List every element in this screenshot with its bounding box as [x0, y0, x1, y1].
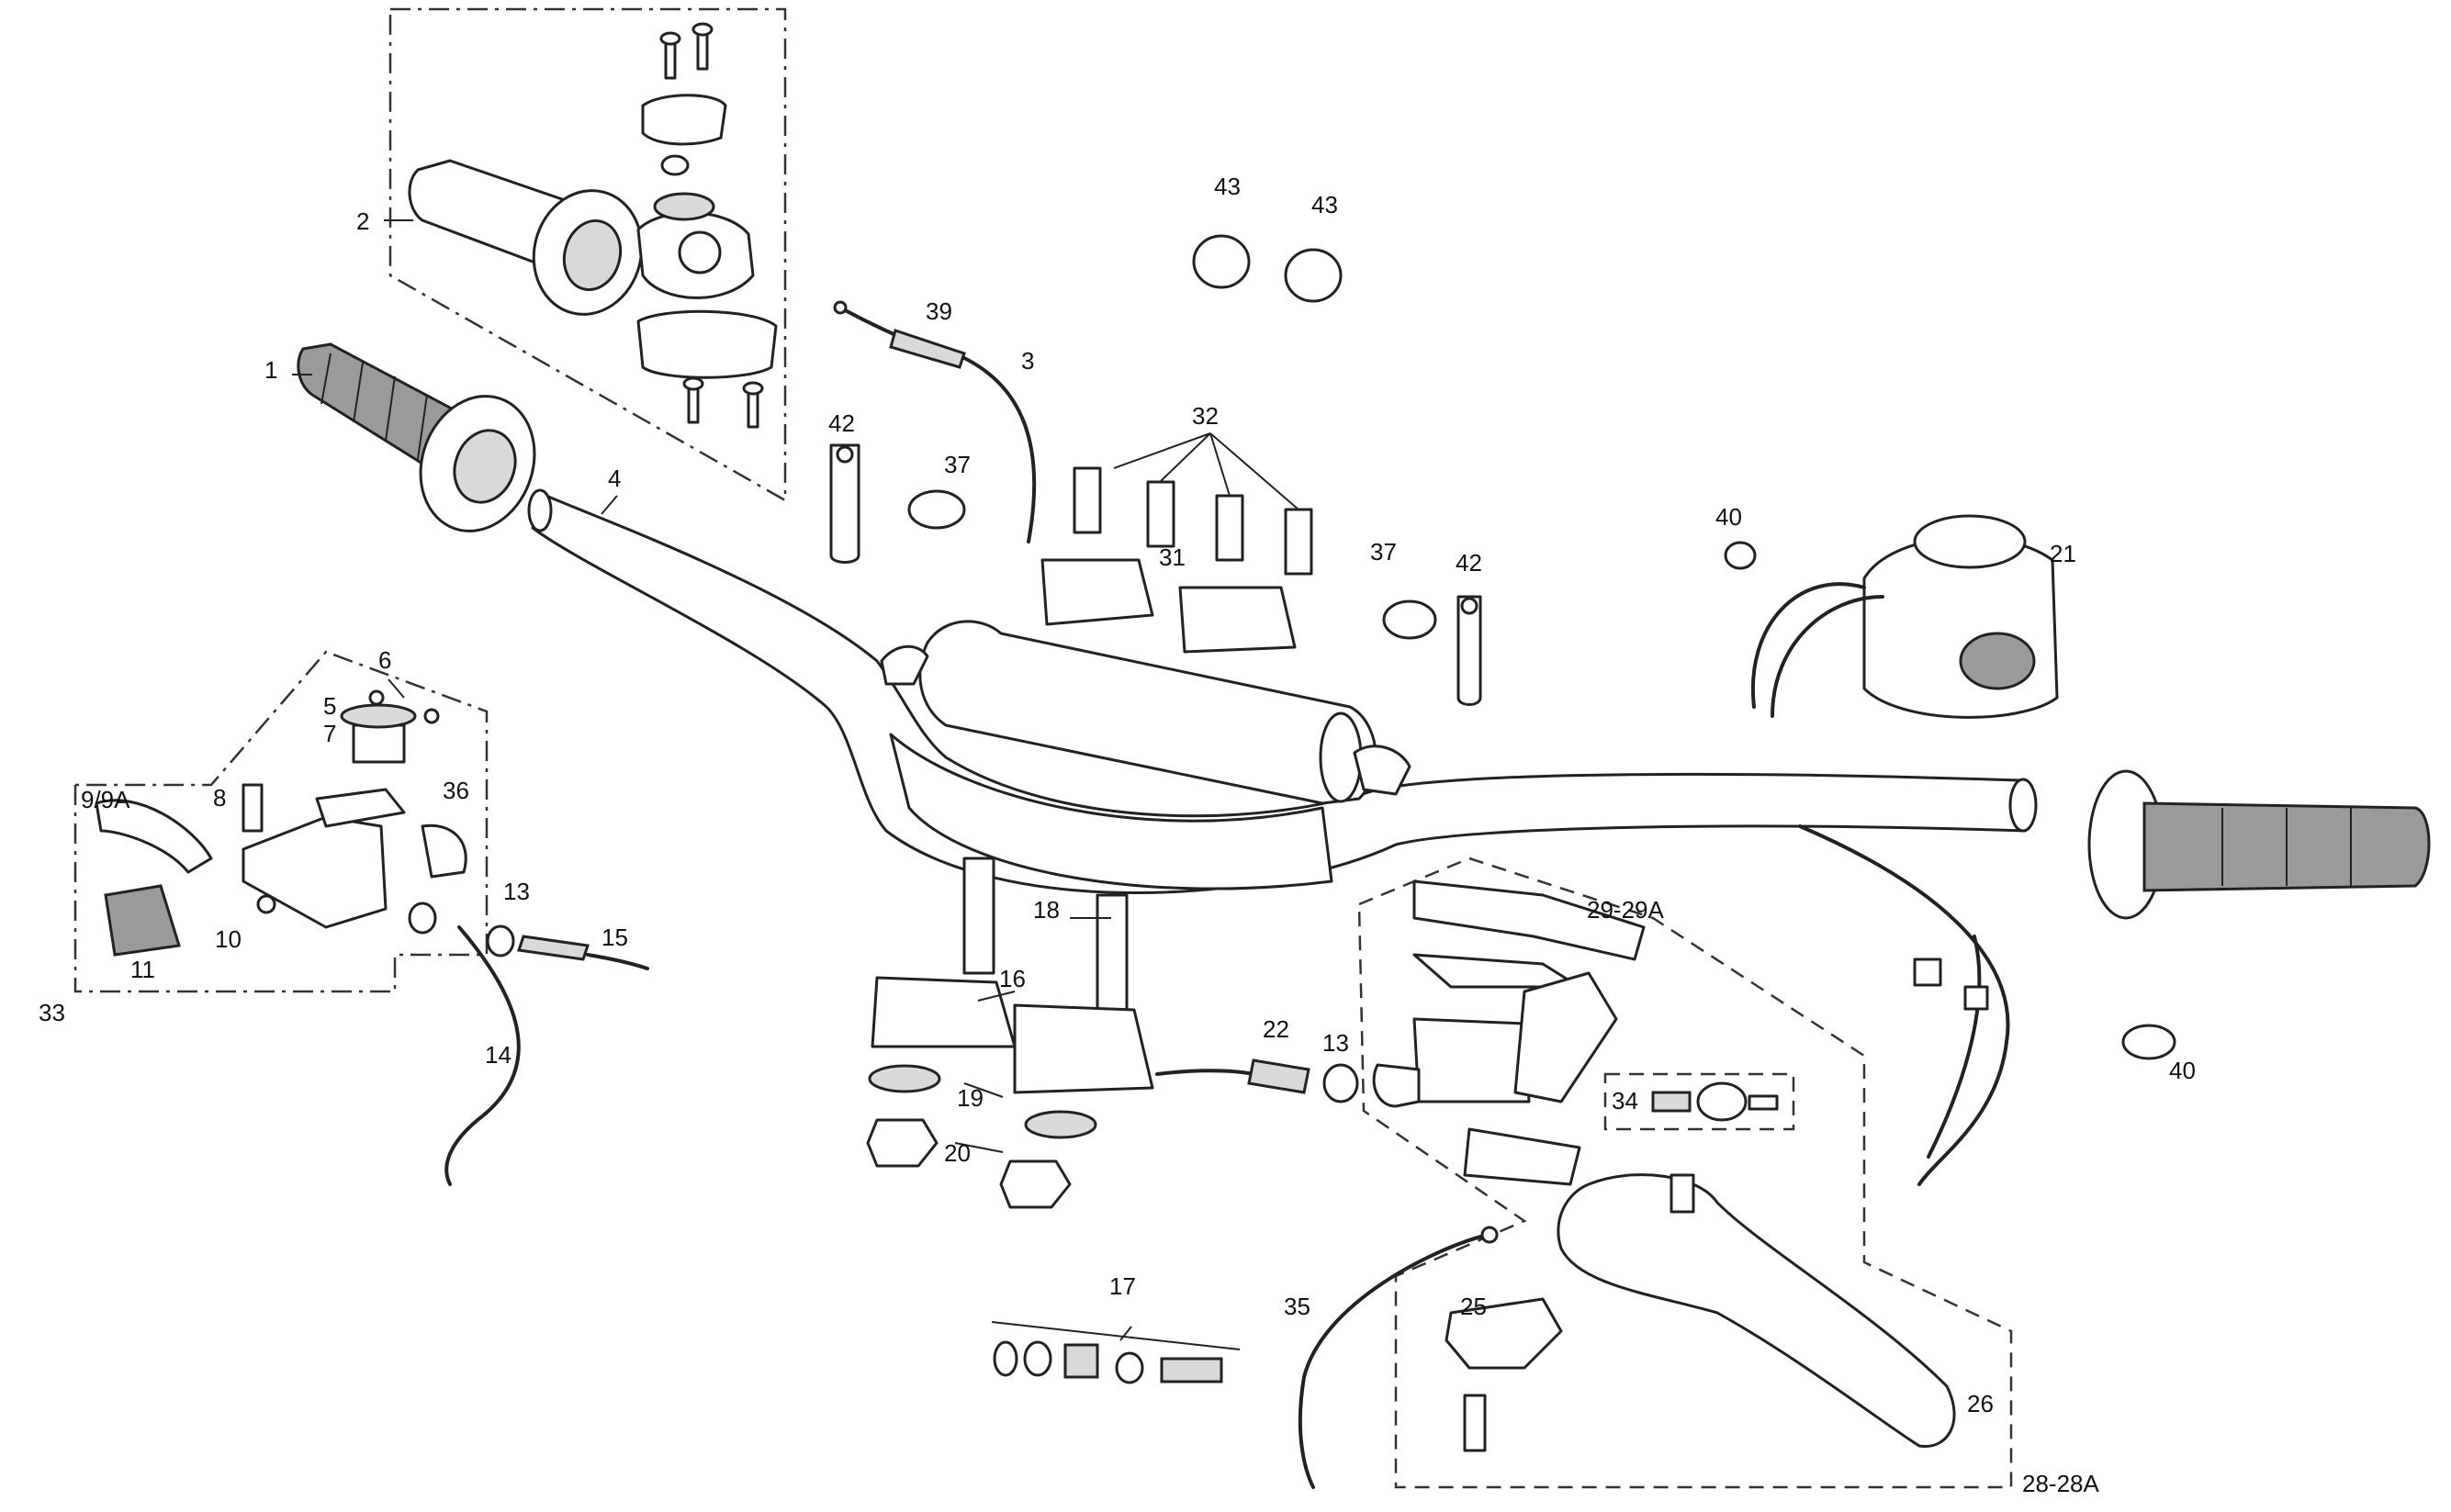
label-35: 35 [1284, 1293, 1310, 1320]
label-14: 14 [485, 1041, 512, 1069]
label-1: 1 [264, 356, 277, 384]
hose-clamp-1 [1192, 234, 1251, 289]
wire-clamp-lower [2121, 1024, 2176, 1060]
label-8: 8 [213, 784, 226, 812]
lower-risers [871, 976, 1154, 1094]
label-40-upper: 40 [1715, 503, 1742, 531]
label-6: 6 [378, 646, 391, 674]
right-switch-housing [1750, 514, 2059, 1186]
label-32: 32 [1192, 402, 1219, 430]
throttle-assembly [408, 22, 778, 429]
wire-clamp-upper [1724, 541, 1757, 570]
label-13-right: 13 [1322, 1029, 1349, 1057]
lever-bracket [1445, 1297, 1563, 1452]
label-26: 26 [1967, 1390, 1994, 1417]
label-16: 16 [999, 965, 1026, 992]
adjuster-group-outline [1603, 1072, 1795, 1131]
clutch-cable [408, 902, 649, 1186]
label-29-29a: 29-29A [1587, 896, 1664, 924]
lever-adjuster [1651, 1081, 1779, 1122]
leader-lines [292, 219, 1299, 1350]
label-19: 19 [957, 1084, 984, 1112]
riser-washer-2 [1024, 1110, 1097, 1139]
label-9-9a: 9/9A [81, 786, 130, 813]
label-13-left: 13 [503, 878, 530, 905]
cable-tie-right [1382, 599, 1437, 640]
upper-clamps [1040, 558, 1297, 654]
throttle-cable [833, 300, 1037, 543]
cable-tie-left [907, 489, 966, 530]
label-11: 11 [130, 956, 155, 983]
label-22: 22 [1263, 1015, 1289, 1043]
clutch-screw-6b [423, 708, 440, 724]
label-37-right: 37 [1370, 538, 1397, 566]
clutch-master-assembly [95, 703, 467, 957]
riser-nut-2 [999, 1159, 1072, 1209]
label-31: 31 [1159, 543, 1186, 571]
label-18: 18 [1033, 896, 1060, 924]
hose-clamp-2 [1284, 248, 1343, 303]
handlebar [527, 488, 2038, 894]
right-grip [2087, 769, 2431, 920]
label-43-left: 43 [1214, 173, 1241, 200]
throttle-group-outline [388, 7, 787, 503]
brake-cable [1298, 1226, 1499, 1489]
label-17: 17 [1109, 1272, 1136, 1300]
label-20: 20 [944, 1139, 971, 1167]
cable-clip-right [1456, 595, 1482, 706]
brake-lever [1557, 1173, 1956, 1449]
label-33: 33 [39, 999, 65, 1026]
label-28-28a: 28-28A [2022, 1470, 2099, 1497]
label-37-left: 37 [944, 451, 971, 478]
riser-nut-1 [866, 1118, 939, 1168]
riser-washer-1 [868, 1064, 941, 1093]
label-10: 10 [215, 925, 242, 953]
brake-hose [1155, 1058, 1359, 1103]
label-2: 2 [356, 207, 369, 235]
label-5: 5 [323, 692, 336, 720]
label-4: 4 [608, 465, 621, 492]
part-labels: 1 2 3 4 5 6 7 8 9/9A 10 11 13 13 14 15 1… [39, 173, 2196, 1497]
label-15: 15 [602, 924, 628, 951]
clutch-group-outline [73, 650, 489, 993]
cable-clip-left [829, 443, 860, 564]
label-34: 34 [1612, 1087, 1638, 1114]
clamp-bolts-upper [1073, 466, 1313, 576]
label-25: 25 [1460, 1293, 1487, 1320]
brake-master-group-outline [1357, 857, 2013, 1489]
label-40-lower: 40 [2169, 1057, 2196, 1084]
brake-master-cylinder [1372, 879, 1646, 1186]
label-7: 7 [323, 720, 336, 747]
label-42-left: 42 [828, 409, 855, 437]
left-grip [297, 342, 536, 532]
label-42-right: 42 [1456, 549, 1482, 577]
label-39: 39 [926, 297, 952, 325]
pivot-kit [993, 1340, 1223, 1384]
riser-bolts [962, 857, 1129, 1012]
label-21: 21 [2050, 540, 2076, 567]
clutch-screw-6a [368, 689, 385, 706]
label-43-right: 43 [1311, 191, 1338, 218]
label-3: 3 [1021, 347, 1034, 375]
label-36: 36 [443, 777, 469, 804]
